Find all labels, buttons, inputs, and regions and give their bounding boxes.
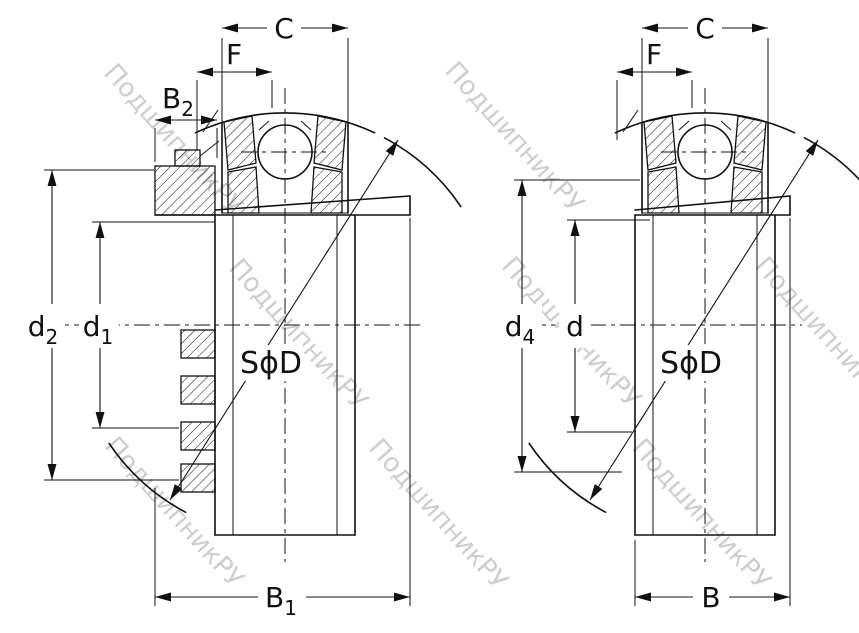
watermark-text: ПодшипникРУ bbox=[98, 431, 249, 594]
dim-label-d1: d1 bbox=[83, 310, 114, 349]
watermark-text: ПодшипникРУ bbox=[625, 433, 776, 596]
sphere-diameter-line bbox=[169, 139, 399, 501]
dim-label-sphere: SϕD bbox=[660, 346, 722, 381]
lockwasher-tab-section bbox=[174, 149, 201, 167]
dim-label-d4: d4 bbox=[505, 310, 536, 349]
label-backing bbox=[79, 304, 119, 348]
dim-d-right: d bbox=[559, 219, 650, 433]
left-view: C F B2 d2 d1 bbox=[23, 12, 462, 620]
dim-f-left: F bbox=[196, 38, 273, 150]
label-backing bbox=[659, 345, 723, 381]
dim-label-f: F bbox=[646, 38, 662, 71]
dim-c-right: C bbox=[641, 12, 769, 126]
thread-section bbox=[180, 329, 216, 359]
locknut-section bbox=[154, 165, 216, 216]
dim-c-left: C bbox=[221, 12, 349, 126]
label-backing bbox=[258, 581, 306, 615]
dim-label-b: B bbox=[701, 581, 720, 614]
dim-label-b1: B1 bbox=[265, 581, 297, 620]
watermark-text: ПодшипникРУ bbox=[748, 251, 859, 414]
dim-sphere-right: SϕD bbox=[589, 139, 819, 501]
thread-section bbox=[180, 375, 216, 405]
label-backing bbox=[688, 12, 722, 44]
label-backing bbox=[559, 304, 591, 348]
dim-sphere-left: SϕD bbox=[169, 139, 399, 501]
dim-label-b2: B2 bbox=[162, 82, 194, 121]
dim-b-right: B bbox=[634, 218, 791, 615]
right-view: C F d4 d SϕD bbox=[498, 12, 859, 615]
watermark-text: ПодшипникРУ bbox=[222, 253, 373, 416]
label-backing bbox=[498, 304, 542, 348]
watermark-text: ПодшипникРУ bbox=[438, 56, 589, 219]
label-backing bbox=[239, 345, 303, 381]
label-backing bbox=[267, 12, 301, 44]
label-backing bbox=[693, 581, 729, 615]
dim-b1-left: B1 bbox=[154, 218, 411, 620]
dim-d4-right: d4 bbox=[498, 179, 640, 473]
dim-label-c: C bbox=[274, 12, 294, 45]
watermark-text: ПодшипникРУ bbox=[362, 433, 513, 596]
lockwasher-tab-line bbox=[199, 140, 220, 157]
dim-label-d2: d2 bbox=[28, 310, 59, 349]
dim-label-f: F bbox=[226, 38, 242, 71]
thread-section bbox=[180, 463, 216, 493]
label-backing bbox=[23, 304, 65, 348]
dim-label-c: C bbox=[695, 12, 715, 45]
dim-label-sphere: SϕD bbox=[240, 346, 302, 381]
dim-d2-left: d2 bbox=[23, 169, 179, 481]
dim-b2-left: B2 bbox=[154, 82, 218, 162]
dim-label-d: d bbox=[566, 310, 584, 343]
dim-f-right: F bbox=[616, 38, 693, 140]
sphere-diameter-line bbox=[589, 139, 819, 501]
dim-d1-left: d1 bbox=[79, 221, 214, 429]
